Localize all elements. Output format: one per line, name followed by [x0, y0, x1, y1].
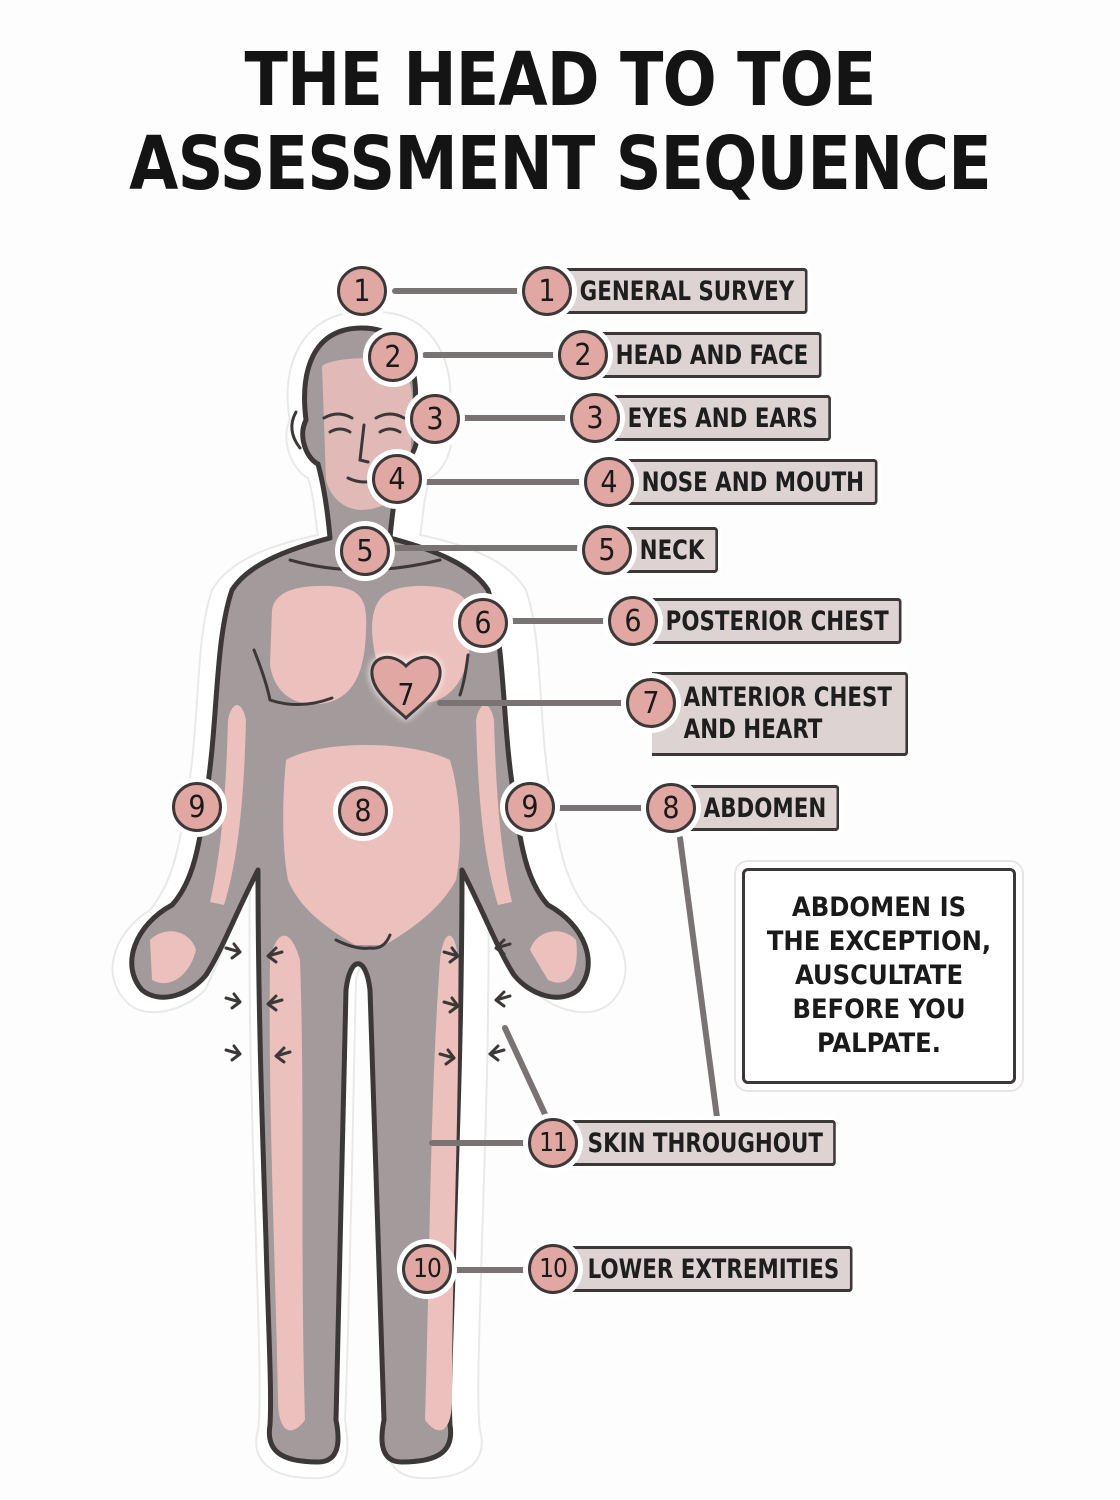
step-label-3-text: EYES AND EARS	[627, 402, 818, 434]
step-badge-5[interactable]: 5	[582, 525, 632, 575]
right-arm-region	[476, 705, 512, 905]
step-label-8-text: ABDOMEN	[703, 792, 827, 824]
step-badge-11[interactable]: 11	[528, 1118, 578, 1168]
abdomen-note: ABDOMEN IS THE EXCEPTION, AUSCULTATE BEF…	[742, 868, 1016, 1084]
step-badge-2[interactable]: 2	[558, 330, 608, 380]
step-label-1[interactable]: GENERAL SURVEY	[548, 268, 808, 314]
step-label-4-text: NOSE AND MOUTH	[641, 466, 865, 498]
step-label-6[interactable]: POSTERIOR CHEST	[634, 598, 902, 644]
body-marker-3[interactable]: 3	[410, 394, 460, 444]
step-badge-10[interactable]: 10	[528, 1244, 578, 1294]
step-badge-8[interactable]: 8	[646, 783, 696, 833]
body-marker-1[interactable]: 1	[337, 266, 387, 316]
body-pink-regions	[150, 358, 577, 1431]
body-marker-8[interactable]: 8	[338, 786, 388, 836]
step-label-11-text: SKIN THROUGHOUT	[587, 1127, 823, 1159]
left-arm-region	[210, 705, 246, 905]
body-marker-9-left[interactable]: 9	[172, 782, 222, 832]
abdomen-region	[283, 745, 460, 945]
step-label-4[interactable]: NOSE AND MOUTH	[610, 459, 878, 505]
body-marker-6[interactable]: 6	[458, 598, 508, 648]
left-hand-region	[150, 931, 196, 984]
step-badge-6[interactable]: 6	[608, 596, 658, 646]
step-badge-3[interactable]: 3	[570, 393, 620, 443]
step-label-11[interactable]: SKIN THROUGHOUT	[556, 1120, 837, 1166]
page-title: THE HEAD TO TOE ASSESSMENT SEQUENCE	[78, 38, 1041, 206]
chest-left	[270, 585, 367, 705]
step-label-5-text: NECK	[639, 534, 705, 566]
skin-arrows	[224, 938, 512, 1066]
step-badge-7[interactable]: 7	[626, 678, 676, 728]
step-label-7-text: ANTERIOR CHEST AND HEART	[683, 682, 892, 745]
step-label-8[interactable]: ABDOMEN	[672, 785, 840, 831]
leader-lines	[392, 288, 721, 1273]
step-badge-1[interactable]: 1	[522, 266, 572, 316]
step-label-10[interactable]: LOWER EXTREMITIES	[556, 1246, 853, 1292]
step-badge-4[interactable]: 4	[584, 457, 634, 507]
body-marker-4[interactable]: 4	[372, 454, 422, 504]
right-hand-region	[530, 931, 577, 983]
step-label-2-text: HEAD AND FACE	[615, 339, 809, 371]
step-label-10-text: LOWER EXTREMITIES	[587, 1253, 840, 1285]
body-marker-10[interactable]: 10	[402, 1244, 452, 1294]
step-label-3[interactable]: EYES AND EARS	[596, 395, 832, 441]
step-label-1-text: GENERAL SURVEY	[579, 275, 795, 307]
step-label-2[interactable]: HEAD AND FACE	[584, 332, 822, 378]
abdomen-note-text: ABDOMEN IS THE EXCEPTION, AUSCULTATE BEF…	[766, 892, 992, 1059]
body-marker-5[interactable]: 5	[340, 526, 390, 576]
body-marker-9-right[interactable]: 9	[505, 782, 555, 832]
body-marker-2[interactable]: 2	[368, 332, 418, 382]
body-marker-7[interactable]: 7	[397, 677, 415, 713]
heart-icon	[370, 655, 442, 721]
step-label-6-text: POSTERIOR CHEST	[665, 605, 889, 637]
step-label-7[interactable]: ANTERIOR CHEST AND HEART	[652, 672, 909, 756]
title-line-2: ASSESSMENT SEQUENCE	[129, 121, 991, 207]
title-line-1: THE HEAD TO TOE	[244, 37, 876, 123]
